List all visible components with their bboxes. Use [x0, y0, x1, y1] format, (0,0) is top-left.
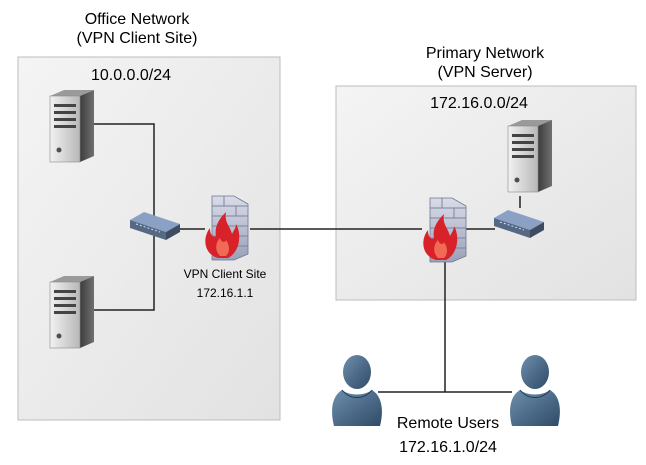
primary-network-title-line2: (VPN Server): [437, 64, 533, 81]
vpn-client-site-name: VPN Client Site: [183, 267, 267, 281]
remote-users-label: Remote Users 172.16.1.0/24: [378, 414, 518, 457]
server-icon: [49, 275, 95, 349]
user-icon: [331, 354, 383, 427]
primary-network-subnet: 172.16.0.0/24: [430, 95, 528, 112]
primary-network-zone: [335, 85, 637, 301]
office-network-title-line2: (VPN Client Site): [76, 30, 198, 47]
vpn-client-site-label: VPN Client Site 172.16.1.1: [170, 267, 280, 301]
firewall-icon: [422, 197, 467, 263]
server-icon: [507, 119, 553, 193]
link-server1-switch: [92, 123, 155, 222]
firewall-icon: [204, 195, 249, 261]
vpn-client-site-ip: 172.16.1.1: [196, 286, 254, 300]
remote-users-title: Remote Users: [396, 415, 500, 432]
link-server2-switch: [92, 236, 155, 311]
primary-network-title: Primary Network (VPN Server): [382, 44, 588, 82]
office-network-subnet: 10.0.0.0/24: [90, 67, 172, 84]
primary-network-title-line1: Primary Network: [425, 45, 545, 62]
network-links: [92, 123, 521, 393]
server-icon: [49, 89, 95, 163]
remote-users-subnet: 172.16.1.0/24: [399, 439, 497, 456]
office-network-title-line1: Office Network: [84, 11, 190, 28]
office-network-title: Office Network (VPN Client Site): [34, 10, 240, 48]
